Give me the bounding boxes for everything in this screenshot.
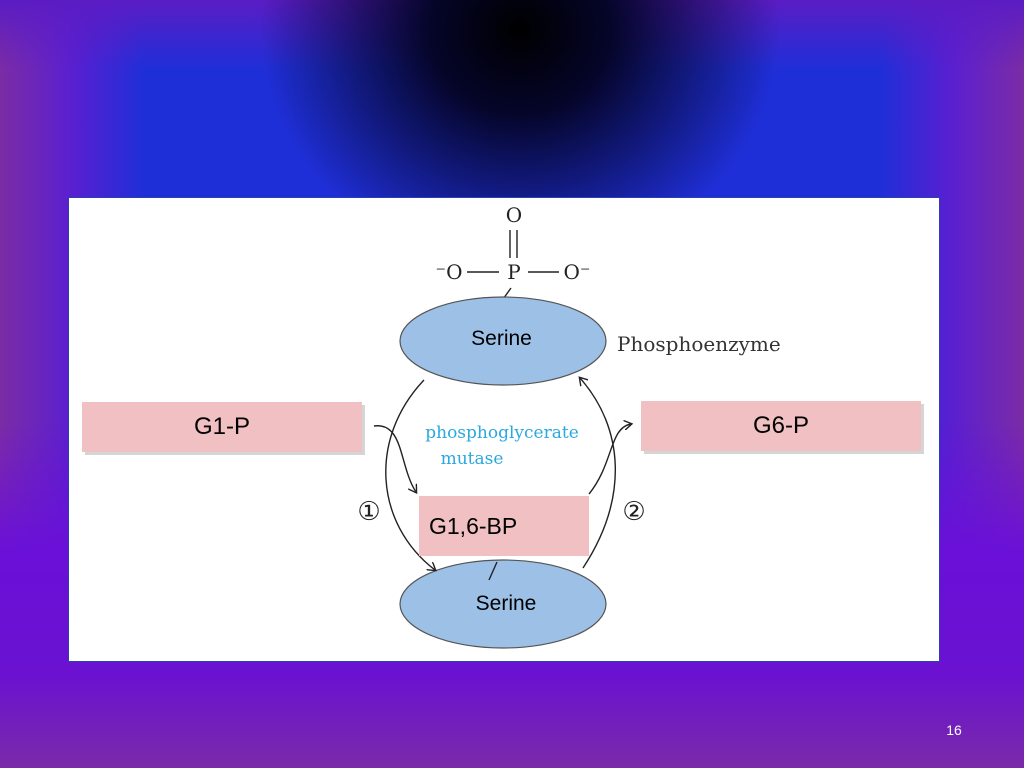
substrate-g1p-box: G1-P: [82, 402, 362, 452]
serine-bottom-label: Serine: [447, 584, 565, 624]
phosphate-group: O P ⁻O O⁻: [436, 203, 591, 307]
serine-top-label: Serine: [454, 320, 549, 358]
intermediate-g16bp-box: G1,6-BP: [419, 496, 589, 556]
phosphate-top-oxygen: O: [506, 203, 522, 227]
bond-intermediate-to-enzyme: [488, 561, 498, 581]
arrow-product-out: [588, 424, 631, 495]
arrow-left-cycle: [385, 379, 435, 570]
product-g6p-box: G6-P: [641, 401, 921, 451]
step-1-marker: ①: [357, 497, 380, 527]
phosphate-right-oxygen: O⁻: [564, 260, 591, 284]
slide-number: 16: [946, 722, 962, 738]
arrow-substrate-in: [373, 425, 416, 492]
phosphate-phosphorus: P: [507, 260, 520, 284]
step-2-marker: ②: [622, 497, 645, 527]
phosphate-left-oxygen: ⁻O: [436, 260, 463, 284]
enzyme-name-line2: mutase: [441, 449, 504, 469]
enzyme-name-line1: phosphoglycerate: [425, 423, 579, 443]
phosphoenzyme-label: Phosphoenzyme: [617, 332, 781, 356]
arrow-right-cycle: [580, 378, 616, 569]
diagram-panel: O P ⁻O O⁻ Phosphoenzyme phosphoglycerate…: [68, 197, 940, 662]
